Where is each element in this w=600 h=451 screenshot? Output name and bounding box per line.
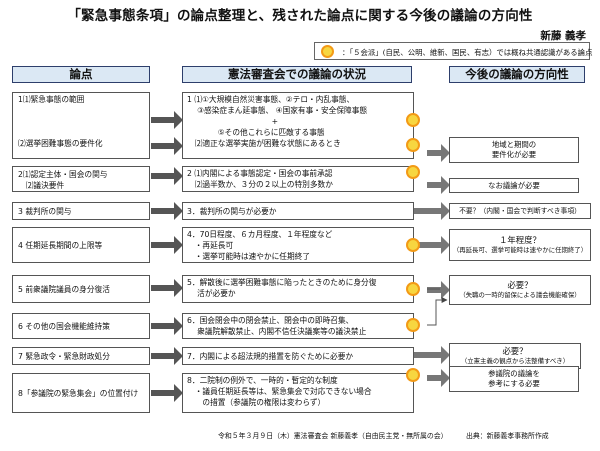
result-8: 参議院の議論を 参考にする必要 [449, 366, 579, 392]
header-issues: 論点 [12, 66, 150, 83]
result-4-main: １年程度？ [499, 235, 541, 245]
footer-credit: 出典：新藤義孝事務所作成 [465, 432, 549, 440]
issue-8: 8「参議院の緊急集会」の位置付け [12, 373, 150, 413]
arrow-6 [151, 317, 183, 335]
status-5: 5．解散後に選挙困難事態に陥ったときのために身分復 活が必要か [182, 275, 414, 303]
status-6: 6．国会閉会中の閉会禁止、閉会中の即時召集、 衆議院解散禁止、内閣不信任決議案等… [182, 313, 414, 339]
result-7-sub: （立憲主義の観点から法整備すべき） [460, 357, 570, 365]
issue-7: 7 緊急政令・緊急財政処分 [12, 347, 150, 365]
arrow-r8 [427, 369, 450, 387]
arrow-7 [151, 347, 183, 365]
arrow-4 [151, 236, 183, 254]
arrow-3 [151, 202, 183, 220]
page-title: 「緊急事態条項」の論点整理と、残された論点に関する今後の議論の方向性 [67, 8, 533, 24]
footer-date-source: 令和５年３月９日（木）憲法審査会 新藤義孝（自由民主党・無所属の会） [218, 432, 448, 440]
author-name: 新藤 義孝 [540, 30, 586, 42]
header-commission: 憲法審査会での議論の状況 [182, 66, 412, 83]
status-1: 1 ⑴①大規模自然災害事態、②テロ・内乱事態、 ③感染症まん延事態、 ④国家有事… [182, 92, 414, 159]
consensus-marker-icon [406, 238, 420, 252]
status-4: 4．70日程度、６カ月程度、１年程度など ・再延長可 ・選挙可能時は速やかに任期… [182, 227, 414, 263]
result-5: 必要？ （失職の一時的留保による議会機能確保） [449, 275, 591, 305]
result-5-main: 必要？ [507, 280, 533, 290]
arrow-r4 [414, 236, 450, 254]
legend: ：「５会派」(自民、公明、維新、国民、有志）では概ね共通認識がある論点 [314, 42, 593, 60]
arrow-r6 [427, 297, 448, 326]
arrow-5 [151, 279, 183, 297]
result-1: 地域と期間の 要件化が必要 [449, 137, 579, 163]
consensus-marker-icon [406, 368, 420, 382]
result-2: なお議論が必要 [449, 178, 579, 193]
status-8: 8．二院制の例外で、一時的・暫定的な制度 ・議員任期延長等は、緊急集会で対応でき… [182, 373, 414, 413]
issue-to-status-arrows [151, 111, 183, 402]
issue-2: 2⑴認定主体・国会の関与 ⑵議決要件 [12, 166, 150, 192]
status-to-direction-arrows [414, 144, 450, 387]
status-3: 3．裁判所の関与が必要か [182, 202, 414, 220]
arrow-1a [151, 111, 183, 129]
result-3: 不要？（内閣・国会で判断すべき事項） [449, 203, 591, 219]
arrow-r5 [427, 281, 450, 299]
arrow-r7 [414, 346, 450, 364]
consensus-marker-icon [406, 282, 420, 296]
arrow-r1 [427, 144, 450, 162]
result-4-sub: （再延長可、選挙可能時は速やかに任期終了） [452, 246, 588, 254]
legend-text: ：「５会派」(自民、公明、維新、国民、有志）では概ね共通認識がある論点 [342, 48, 593, 57]
arrow-1b [151, 137, 183, 155]
issue-6: 6 その他の国会機能維持策 [12, 313, 150, 339]
consensus-marker-icon [406, 318, 420, 332]
arrow-8 [151, 384, 183, 402]
result-7-main: 必要？ [502, 346, 528, 356]
arrow-r3 [414, 202, 450, 220]
footer: 令和５年３月９日（木）憲法審査会 新藤義孝（自由民主党・無所属の会） 出典：新藤… [0, 430, 600, 440]
result-4: １年程度？ （再延長可、選挙可能時は速やかに任期終了） [449, 229, 591, 261]
consensus-marker-icon [406, 165, 420, 179]
arrow-2 [151, 167, 183, 185]
result-5-sub: （失職の一時的留保による議会機能確保） [459, 291, 581, 299]
issue-5: 5 前衆議院議員の身分復活 [12, 275, 150, 303]
status-2: 2 ⑴内閣による事態認定・国会の事前承認 ⑵過半数か、３分の２以上の特別多数か [182, 166, 414, 192]
consensus-marker-icon [321, 45, 334, 58]
issue-4: 4 任期延長期間の上限等 [12, 227, 150, 263]
arrow-r2 [427, 176, 450, 194]
issue-1: 1⑴緊急事態の範囲 ⑵選挙困難事態の要件化 [12, 92, 150, 159]
consensus-marker-icon [406, 138, 420, 152]
status-7: 7．内閣による超法規的措置を防ぐために必要か [182, 347, 414, 365]
issue-3: 3 裁判所の関与 [12, 202, 150, 220]
header-direction: 今後の議論の方向性 [449, 66, 585, 83]
consensus-marker-icon [406, 113, 420, 127]
